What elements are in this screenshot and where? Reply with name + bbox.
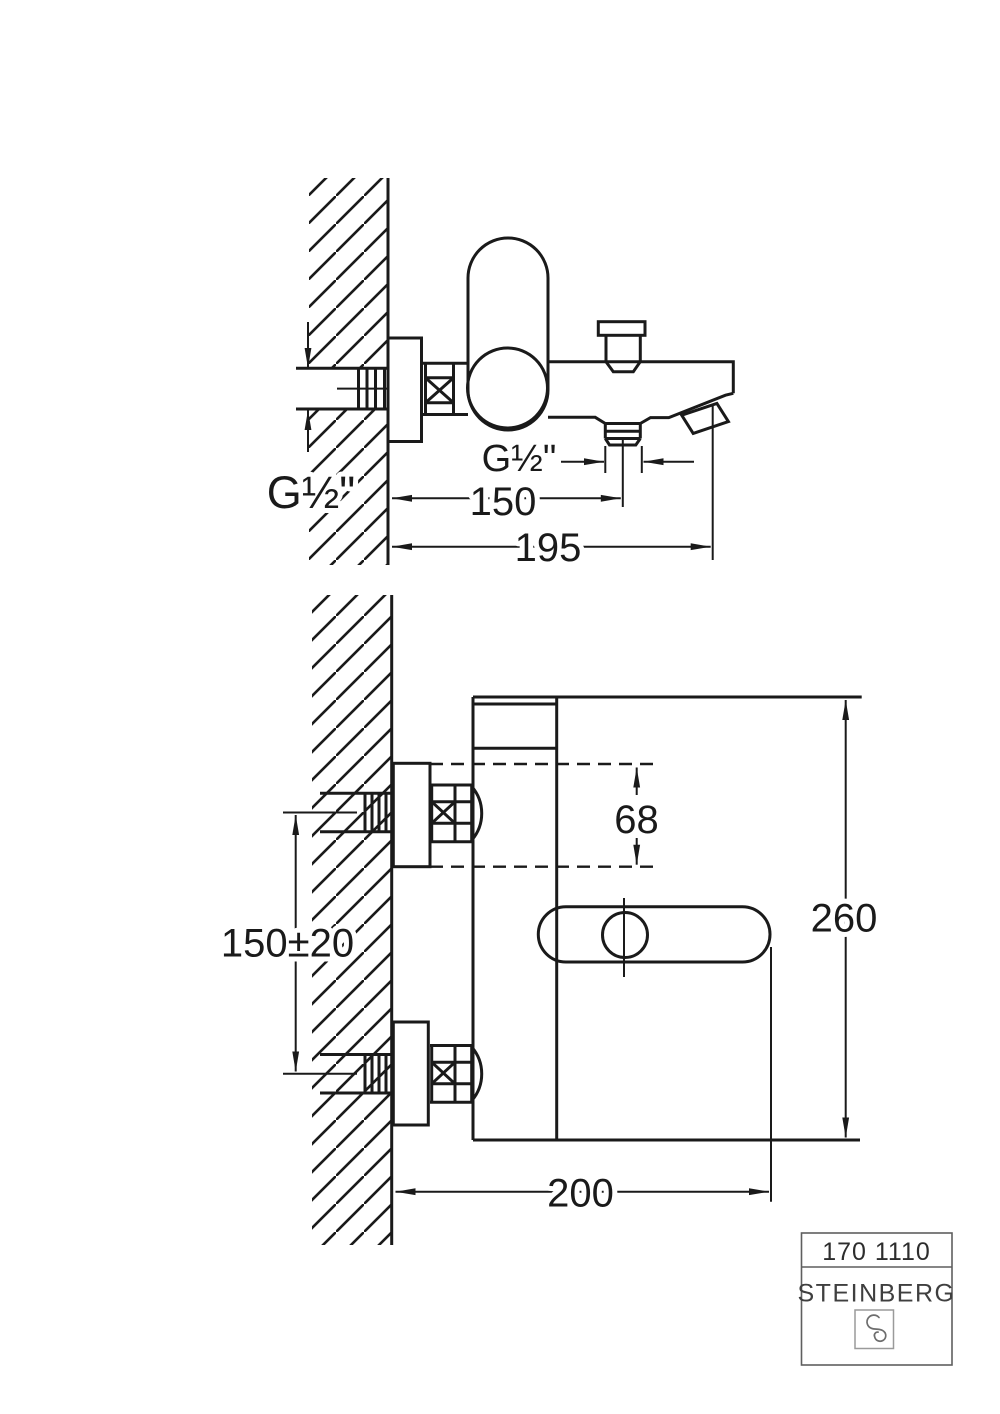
side-view: G½" G½" 150 195	[262, 178, 735, 575]
dim-260-label: 260	[811, 897, 878, 941]
title-block: 170 1110 STEINBERG	[798, 1232, 956, 1366]
mixer-body-cylinder-face	[466, 346, 549, 430]
dim-total-height: 260	[806, 700, 882, 1138]
dim-68-label: 68	[614, 798, 659, 842]
valve-cap-arc	[470, 785, 484, 842]
dim-150-20-label: 150±20	[221, 922, 354, 966]
dim-cartridge-offset: 68	[609, 767, 664, 865]
valve-cap-arc	[470, 1046, 484, 1102]
dim-wall-to-aerator: 150	[392, 437, 624, 529]
front-view: 68 260 150±20 200	[216, 595, 882, 1245]
lever-handle	[536, 898, 772, 977]
dim-spout-thread: G½"	[477, 433, 694, 485]
inlet-thread-label: G½"	[267, 467, 356, 518]
dim-200-label: 200	[547, 1172, 614, 1216]
dim-150-label: 150	[470, 480, 537, 524]
lower-supply-pipe	[283, 1053, 392, 1095]
dim-195-label: 195	[515, 526, 582, 570]
supply-pipe	[296, 366, 388, 411]
dim-wall-to-spout-tip: 195	[392, 405, 714, 575]
dim-wall-to-handle-end: 200	[395, 947, 772, 1221]
brand-name: STEINBERG	[798, 1280, 956, 1308]
dim-inlet-thread: G½"	[262, 322, 360, 523]
steinberg-logo-glyph	[866, 1314, 887, 1343]
wall-flange	[386, 336, 423, 443]
mixer-body	[471, 695, 862, 1142]
wall-hatching	[312, 595, 392, 1245]
steinberg-logo	[854, 1309, 895, 1350]
spout-thread-label: G½"	[482, 438, 557, 480]
upper-supply-pipe	[283, 791, 392, 834]
spout-nozzle	[679, 401, 731, 436]
upper-wall-flange	[391, 761, 432, 869]
spout-body	[548, 360, 735, 425]
diverter-knob	[596, 320, 647, 374]
dim-inlet-spacing: 150±20	[216, 815, 359, 1072]
lower-wall-flange	[391, 1020, 430, 1127]
check-valve	[421, 361, 468, 416]
mixer-body-capsule	[466, 236, 550, 432]
article-number: 170 1110	[822, 1238, 931, 1266]
